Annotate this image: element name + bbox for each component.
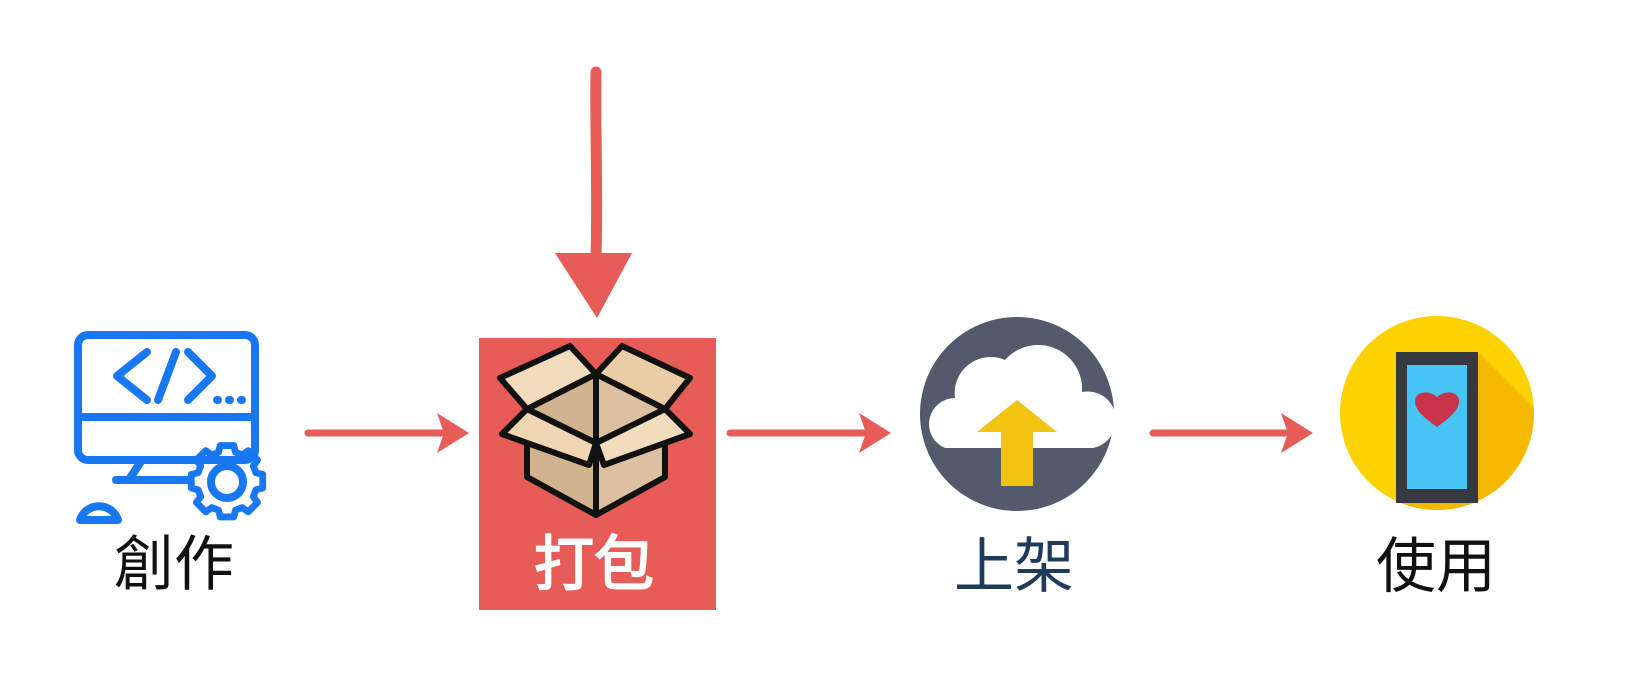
step-label-use: 使用 <box>1376 532 1496 602</box>
step-label-create: 創作 <box>114 530 234 600</box>
computer-code-gear-icon <box>74 331 267 524</box>
arrow-create-to-package <box>304 413 469 453</box>
phone-heart-icon <box>1340 316 1534 510</box>
step-label-package: 打包 <box>534 530 654 600</box>
step-label-publish: 上架 <box>954 532 1074 602</box>
open-box-icon <box>497 343 693 518</box>
cloud-upload-icon <box>920 317 1117 511</box>
highlight-down-arrow <box>555 66 632 318</box>
arrow-package-to-publish <box>726 413 891 453</box>
arrow-publish-to-use <box>1149 413 1313 453</box>
